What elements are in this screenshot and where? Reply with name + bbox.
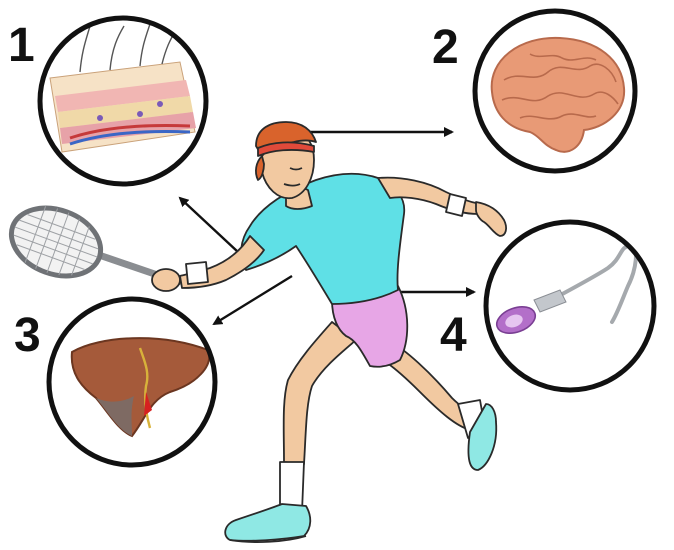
skin-panel bbox=[40, 18, 206, 184]
arrow-to-skin bbox=[180, 198, 238, 252]
arrow-to-liver bbox=[214, 276, 292, 324]
brain-panel bbox=[475, 11, 635, 171]
sperm-panel bbox=[486, 222, 654, 390]
liver-panel bbox=[49, 299, 215, 465]
label-skin-number: 1 bbox=[8, 22, 35, 70]
label-liver-number: 3 bbox=[14, 312, 41, 360]
label-brain-number: 2 bbox=[432, 24, 459, 72]
label-sperm-number: 4 bbox=[440, 312, 467, 360]
tennis-racket-icon bbox=[2, 196, 178, 288]
